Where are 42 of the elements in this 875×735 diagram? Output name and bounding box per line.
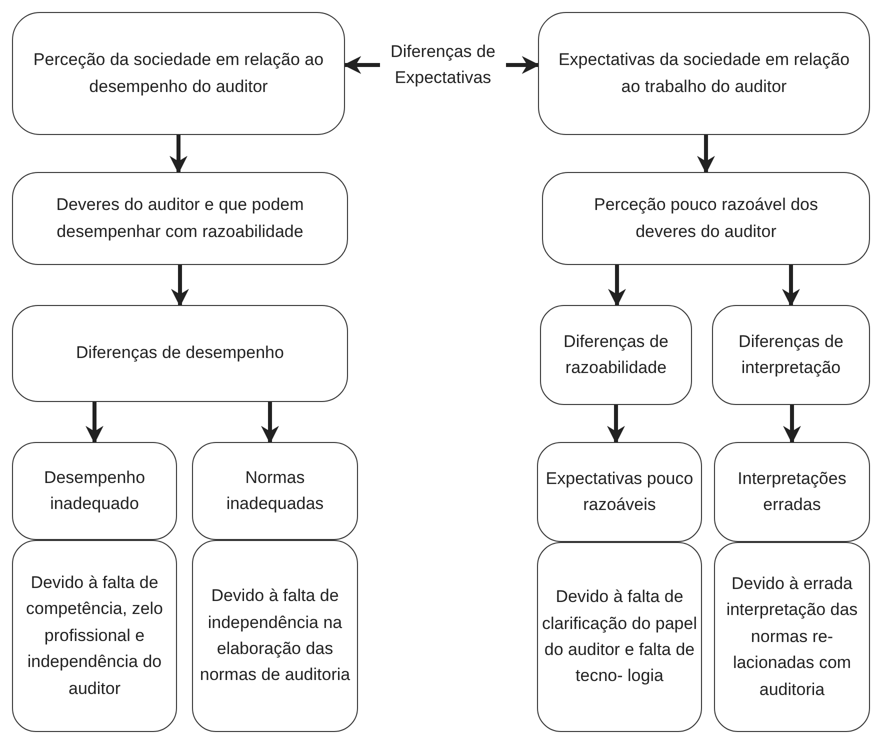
box-text: Interpretações erradas <box>736 468 848 516</box>
box-text: Devido à falta de independência na elaboração das normas de auditoria <box>198 585 352 686</box>
rounded-box <box>192 442 358 540</box>
rounded-box <box>12 305 348 402</box>
box-text: Expectativas da sociedade em relação ao trabalho do auditor <box>557 49 851 98</box>
box-text: Expectativas pouco razoáveis <box>544 468 694 516</box>
rounded-box <box>537 542 702 732</box>
rounded-box <box>12 442 177 540</box>
rounded-box <box>12 172 348 265</box>
box-text: Deveres do auditor e que podem desempenhar com razoabilidade <box>55 194 305 242</box>
box-text: Diferenças de razoabilidade <box>562 330 670 379</box>
arrow <box>608 265 626 307</box>
box-text: Diferenças de Expectativas <box>390 40 496 89</box>
arrow <box>170 135 188 174</box>
arrow <box>261 402 279 444</box>
rounded-box <box>12 540 177 732</box>
arrow <box>86 402 104 444</box>
rounded-box <box>12 12 345 135</box>
rounded-box <box>714 542 870 732</box>
rounded-box <box>712 305 870 405</box>
box-text: Normas inadequadas <box>225 466 325 515</box>
box-text: Devido à errada interpretação das normas re- lacionadas com auditoria <box>725 573 859 701</box>
box-text: Diferenças de desempenho <box>76 342 284 364</box>
rounded-box <box>542 172 870 265</box>
box-text: Perceção pouco razoável dos deveres do auditor <box>593 194 819 242</box>
arrow <box>697 135 715 174</box>
arrow <box>506 56 540 74</box>
box-text: Diferenças de interpretação <box>738 330 844 379</box>
arrow <box>607 405 625 444</box>
box-text: Devido à falta de competência, zelo profissional e independência do auditor <box>24 572 164 700</box>
rounded-box <box>540 305 692 405</box>
box-text: Devido à falta de clarificação do papel do auditor e falta de tecno- logia <box>541 586 698 688</box>
rounded-box <box>537 442 702 542</box>
rounded-box <box>538 12 870 135</box>
arrow <box>343 56 380 74</box>
rounded-box <box>714 442 870 542</box>
arrow <box>783 405 801 444</box>
rounded-box <box>192 540 358 732</box>
arrow <box>171 265 189 307</box>
box-text: Perceção da sociedade em relação ao desempenho do auditor <box>32 49 325 98</box>
arrow <box>782 265 800 307</box>
box-text: Desempenho inadequado <box>42 466 146 515</box>
